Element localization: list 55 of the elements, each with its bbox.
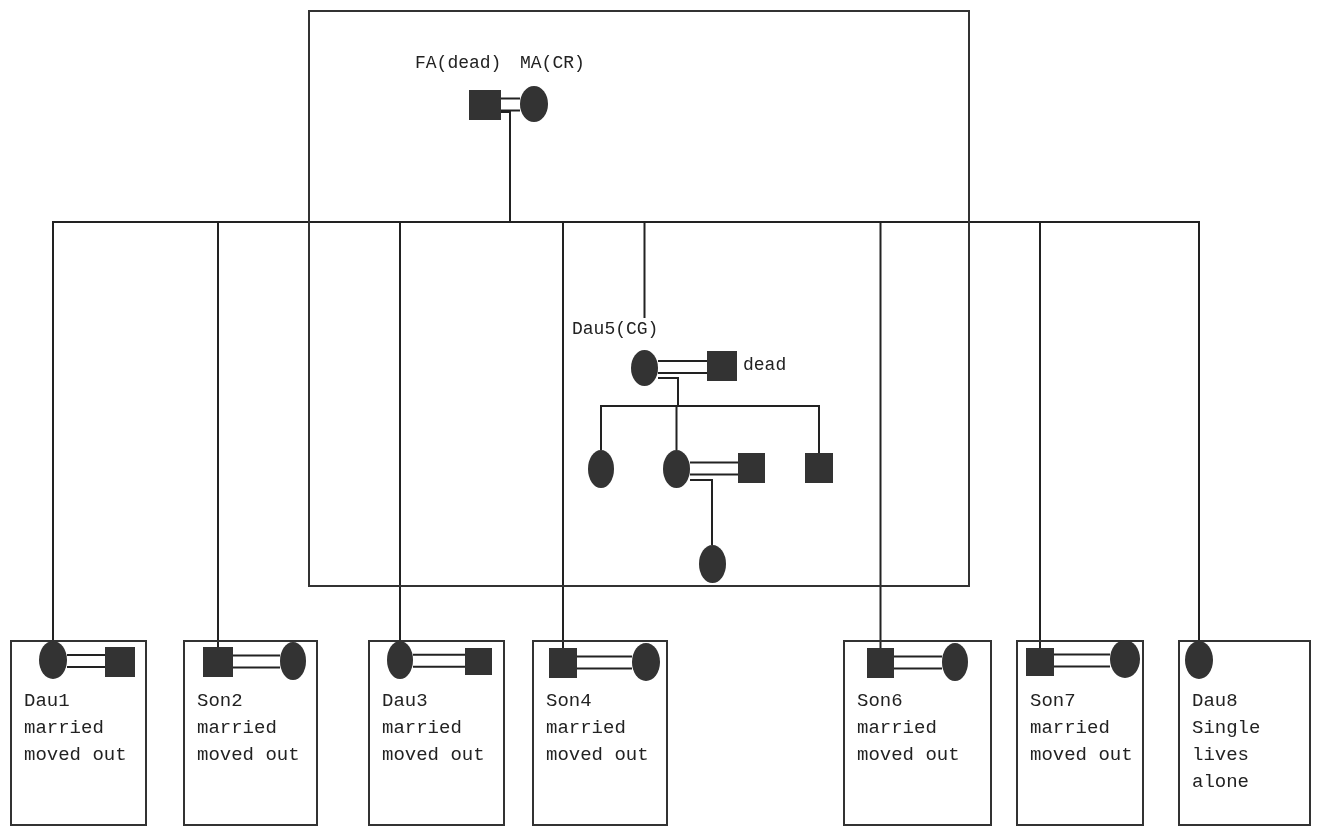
status-note: married moved out <box>382 716 486 768</box>
person-label: FA(dead) <box>415 52 502 74</box>
marriage-line <box>1053 653 1111 668</box>
person-name: Son2 <box>197 689 244 714</box>
household-box <box>368 640 505 826</box>
female-symbol <box>588 450 614 488</box>
marriage-line <box>412 653 466 668</box>
status-note: married moved out <box>546 716 650 768</box>
marriage-line <box>232 654 281 669</box>
person-name: Son7 <box>1030 689 1077 714</box>
household-box <box>843 640 992 826</box>
male-symbol <box>738 453 765 483</box>
person-label: dead <box>743 354 787 376</box>
female-symbol <box>663 450 690 488</box>
status-note: married moved out <box>197 716 301 768</box>
person-name: Dau1 <box>24 689 71 714</box>
female-symbol <box>699 545 726 583</box>
female-symbol <box>942 643 968 681</box>
status-note: Single lives alone <box>1192 716 1262 795</box>
female-symbol <box>632 643 660 681</box>
female-symbol <box>1185 641 1213 679</box>
female-symbol <box>387 641 413 679</box>
female-symbol <box>1110 640 1140 678</box>
person-label: Dau5(CG) <box>572 318 659 340</box>
marriage-line <box>893 655 943 670</box>
marriage-line <box>689 461 739 476</box>
marriage-line <box>576 655 633 670</box>
male-symbol <box>805 453 833 483</box>
household-box <box>1178 640 1311 826</box>
status-note: married moved out <box>24 716 128 768</box>
household-box <box>1016 640 1144 826</box>
marriage-line <box>500 97 521 112</box>
male-symbol <box>1026 648 1054 676</box>
male-symbol <box>105 647 135 677</box>
male-symbol <box>867 648 894 678</box>
person-label: MA(CR) <box>520 52 585 74</box>
descent-line <box>657 377 820 454</box>
household-box <box>10 640 147 826</box>
marriage-line <box>66 654 106 668</box>
male-symbol <box>203 647 233 677</box>
female-symbol <box>39 641 67 679</box>
female-symbol <box>280 642 306 680</box>
household-box <box>308 10 970 587</box>
person-name: Son4 <box>546 689 593 714</box>
male-symbol <box>465 648 492 675</box>
male-symbol <box>549 648 577 678</box>
person-name: Dau3 <box>382 689 429 714</box>
status-note: married moved out <box>857 716 961 768</box>
person-name: Dau8 <box>1192 689 1239 714</box>
household-box <box>532 640 668 826</box>
person-name: Son6 <box>857 689 904 714</box>
household-box <box>183 640 318 826</box>
status-note: married moved out <box>1030 716 1134 768</box>
marriage-line <box>657 360 708 374</box>
descent-line <box>689 479 713 546</box>
